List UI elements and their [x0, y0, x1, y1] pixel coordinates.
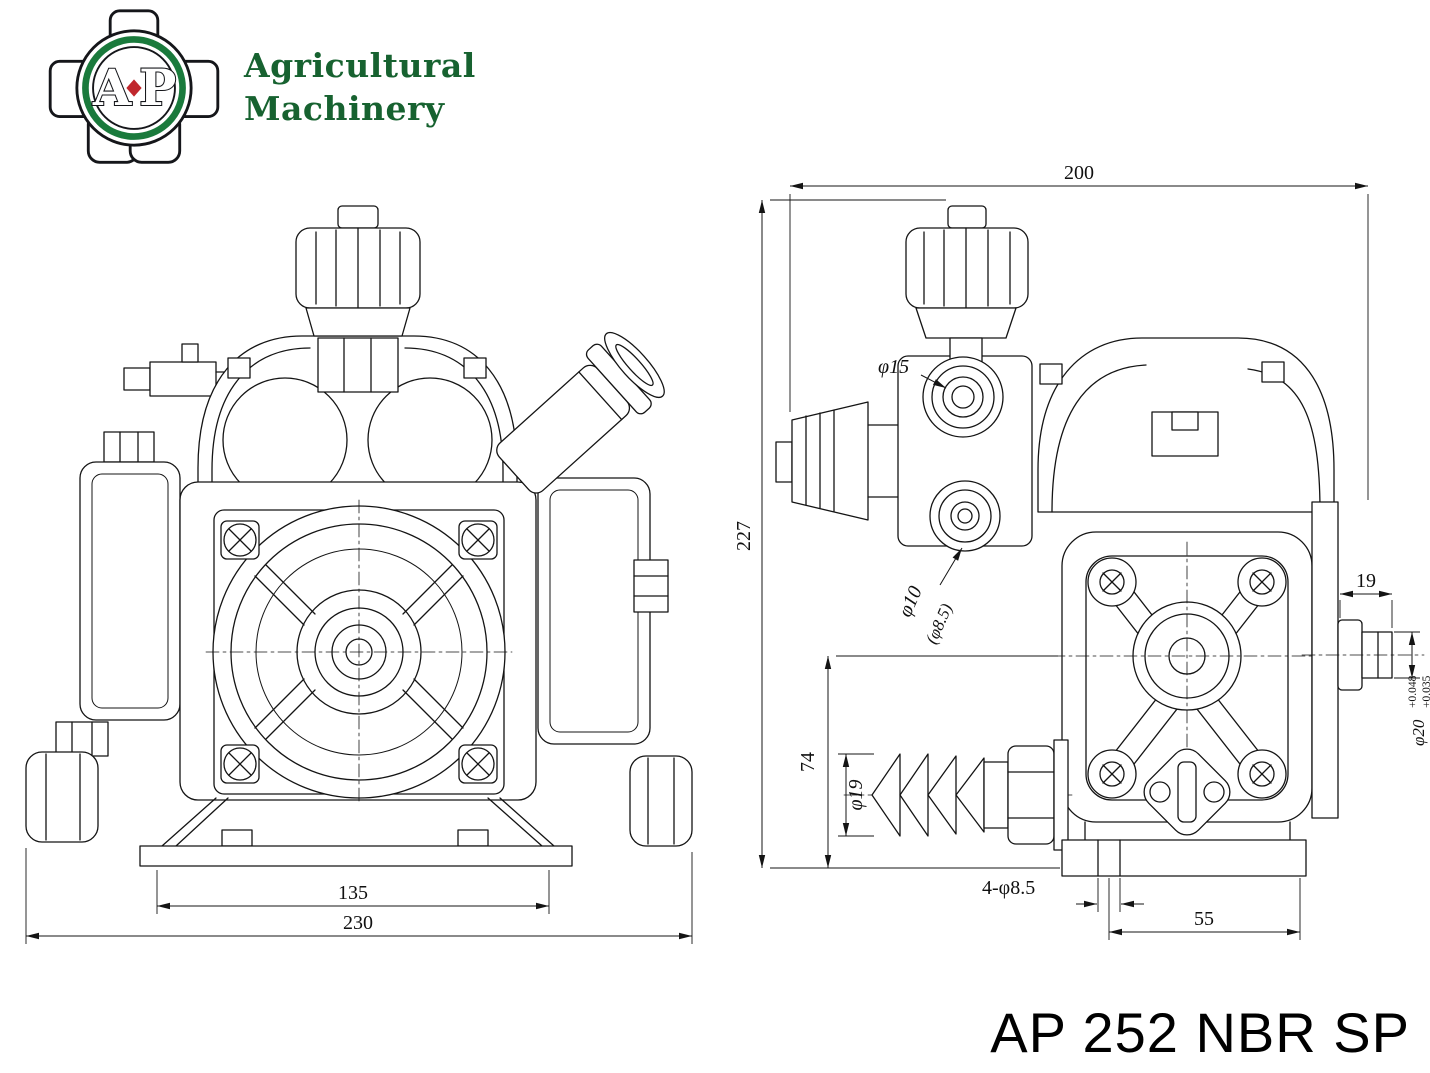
- dim-phi20: φ20 +0.048 +0.035: [1394, 631, 1430, 746]
- side-regulator-cone: [775, 401, 899, 521]
- dim-phi20-label: φ20: [1409, 719, 1428, 746]
- dim-227: 227: [733, 199, 1060, 869]
- front-regulator-knob: [295, 205, 421, 337]
- dim-19-label: 19: [1356, 570, 1376, 592]
- logo: A P Agricultural Machinery: [42, 8, 476, 168]
- side-outlet-port-phi10: [929, 480, 1001, 552]
- dim-phi10: φ10 (φ8.5): [894, 547, 963, 647]
- model-title: AP 252 NBR SP: [990, 1001, 1410, 1064]
- front-left-chamber: [55, 431, 181, 757]
- dim-230-label: 230: [343, 912, 373, 934]
- dim-phi15: φ15: [878, 356, 947, 389]
- dim-200-label: 200: [1064, 162, 1094, 184]
- dim-230: 230: [25, 848, 693, 944]
- dim-mounting-holes-label: 4-φ8.5: [982, 877, 1035, 899]
- dim-phi20-tol-lower: +0.035: [1421, 675, 1430, 708]
- logo-name-line1: Agricultural: [244, 46, 476, 86]
- dim-200: 200: [789, 162, 1369, 500]
- dim-135: 135: [156, 870, 550, 914]
- front-suction-port: [496, 331, 665, 494]
- logo-green-ring: [82, 36, 186, 140]
- logo-wordmark: Agricultural Machinery: [244, 45, 476, 131]
- dim-phi10-label: φ10: [894, 583, 927, 620]
- dim-phi85-label: (φ8.5): [922, 600, 957, 646]
- dim-19: 19: [1339, 570, 1393, 628]
- logo-emblem: A P: [48, 9, 220, 164]
- dim-55-label: 55: [1194, 908, 1214, 930]
- dim-4-phi8-5: 4-φ8.5: [982, 877, 1144, 912]
- logo-red-diamond: [126, 79, 142, 97]
- front-cover-bolts: [220, 520, 498, 784]
- front-centerlines: [205, 499, 513, 805]
- dim-phi20-tol-upper: +0.048: [1407, 675, 1419, 708]
- front-cover-spokes: [254, 564, 464, 740]
- front-right-chamber: [537, 477, 669, 745]
- side-hose-barb: [843, 739, 1073, 851]
- dim-55: 55: [1108, 878, 1301, 940]
- logo-monogram-a: A: [92, 59, 132, 117]
- side-inlet-port-phi15: [922, 356, 1004, 438]
- front-view: [25, 205, 693, 867]
- dim-135-label: 135: [338, 882, 368, 904]
- dim-phi19-label: φ19: [845, 779, 867, 810]
- side-output-shaft: [1301, 501, 1425, 819]
- logo-name-line2: Machinery: [244, 89, 445, 128]
- side-mounting-base: [1061, 821, 1307, 877]
- dim-phi19: φ19: [838, 753, 874, 837]
- front-bleed-fitting: [123, 343, 235, 397]
- dim-74-label: 74: [797, 752, 819, 772]
- side-regulator-knob: [905, 205, 1029, 363]
- dim-227-label: 227: [733, 521, 755, 551]
- side-diaphragm-dome: [1037, 337, 1335, 513]
- dim-phi15-label: φ15: [878, 356, 909, 378]
- side-view: [775, 205, 1425, 877]
- front-mounting-feet: [139, 797, 573, 867]
- front-bottom-ports: [25, 751, 693, 847]
- dim-74: 74: [797, 655, 1058, 868]
- logo-monogram-p: P: [139, 59, 176, 117]
- side-outlet-diamond: [1143, 748, 1231, 836]
